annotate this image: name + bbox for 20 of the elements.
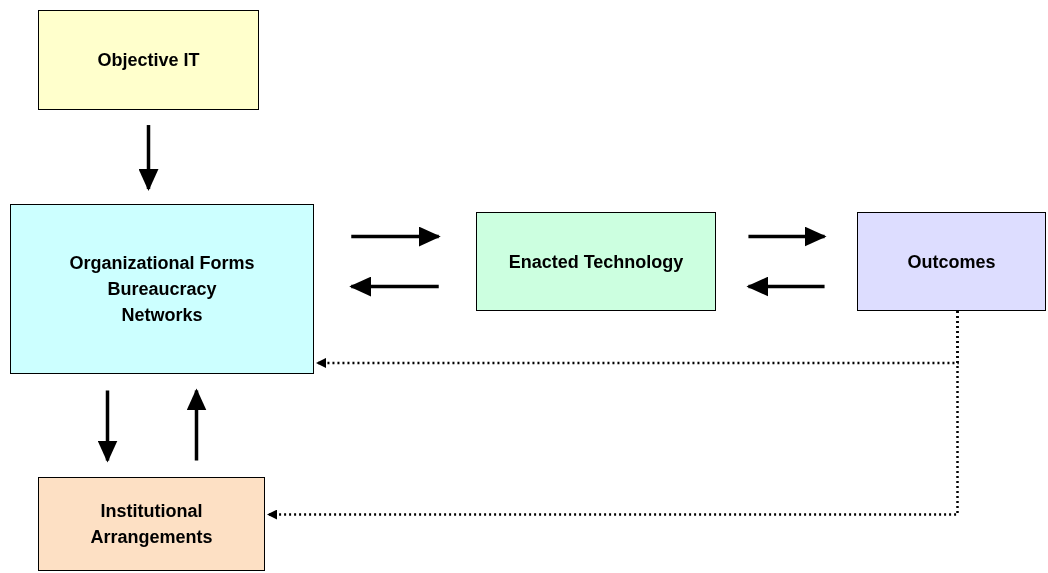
box-label: Enacted Technology — [508, 250, 684, 274]
box-label: Objective IT — [97, 49, 200, 72]
arrow — [746, 276, 825, 297]
process-box — [10, 204, 314, 374]
box-label: Outcomes — [907, 250, 996, 274]
arrow — [748, 226, 827, 247]
process-box — [38, 477, 265, 571]
process-box — [38, 10, 259, 110]
arrow — [97, 390, 118, 463]
box-label: Organizational Forms — [69, 252, 255, 275]
box-label: Bureaucracy — [107, 278, 217, 301]
arrow — [351, 226, 441, 247]
arrow — [267, 311, 959, 520]
arrow — [186, 388, 207, 461]
box-label: Institutional Arrangements — [89, 500, 214, 549]
arrow — [138, 125, 159, 191]
arrow — [349, 276, 439, 297]
process-box — [476, 212, 716, 311]
process-box — [857, 212, 1046, 311]
box-label: Networks — [121, 304, 203, 327]
